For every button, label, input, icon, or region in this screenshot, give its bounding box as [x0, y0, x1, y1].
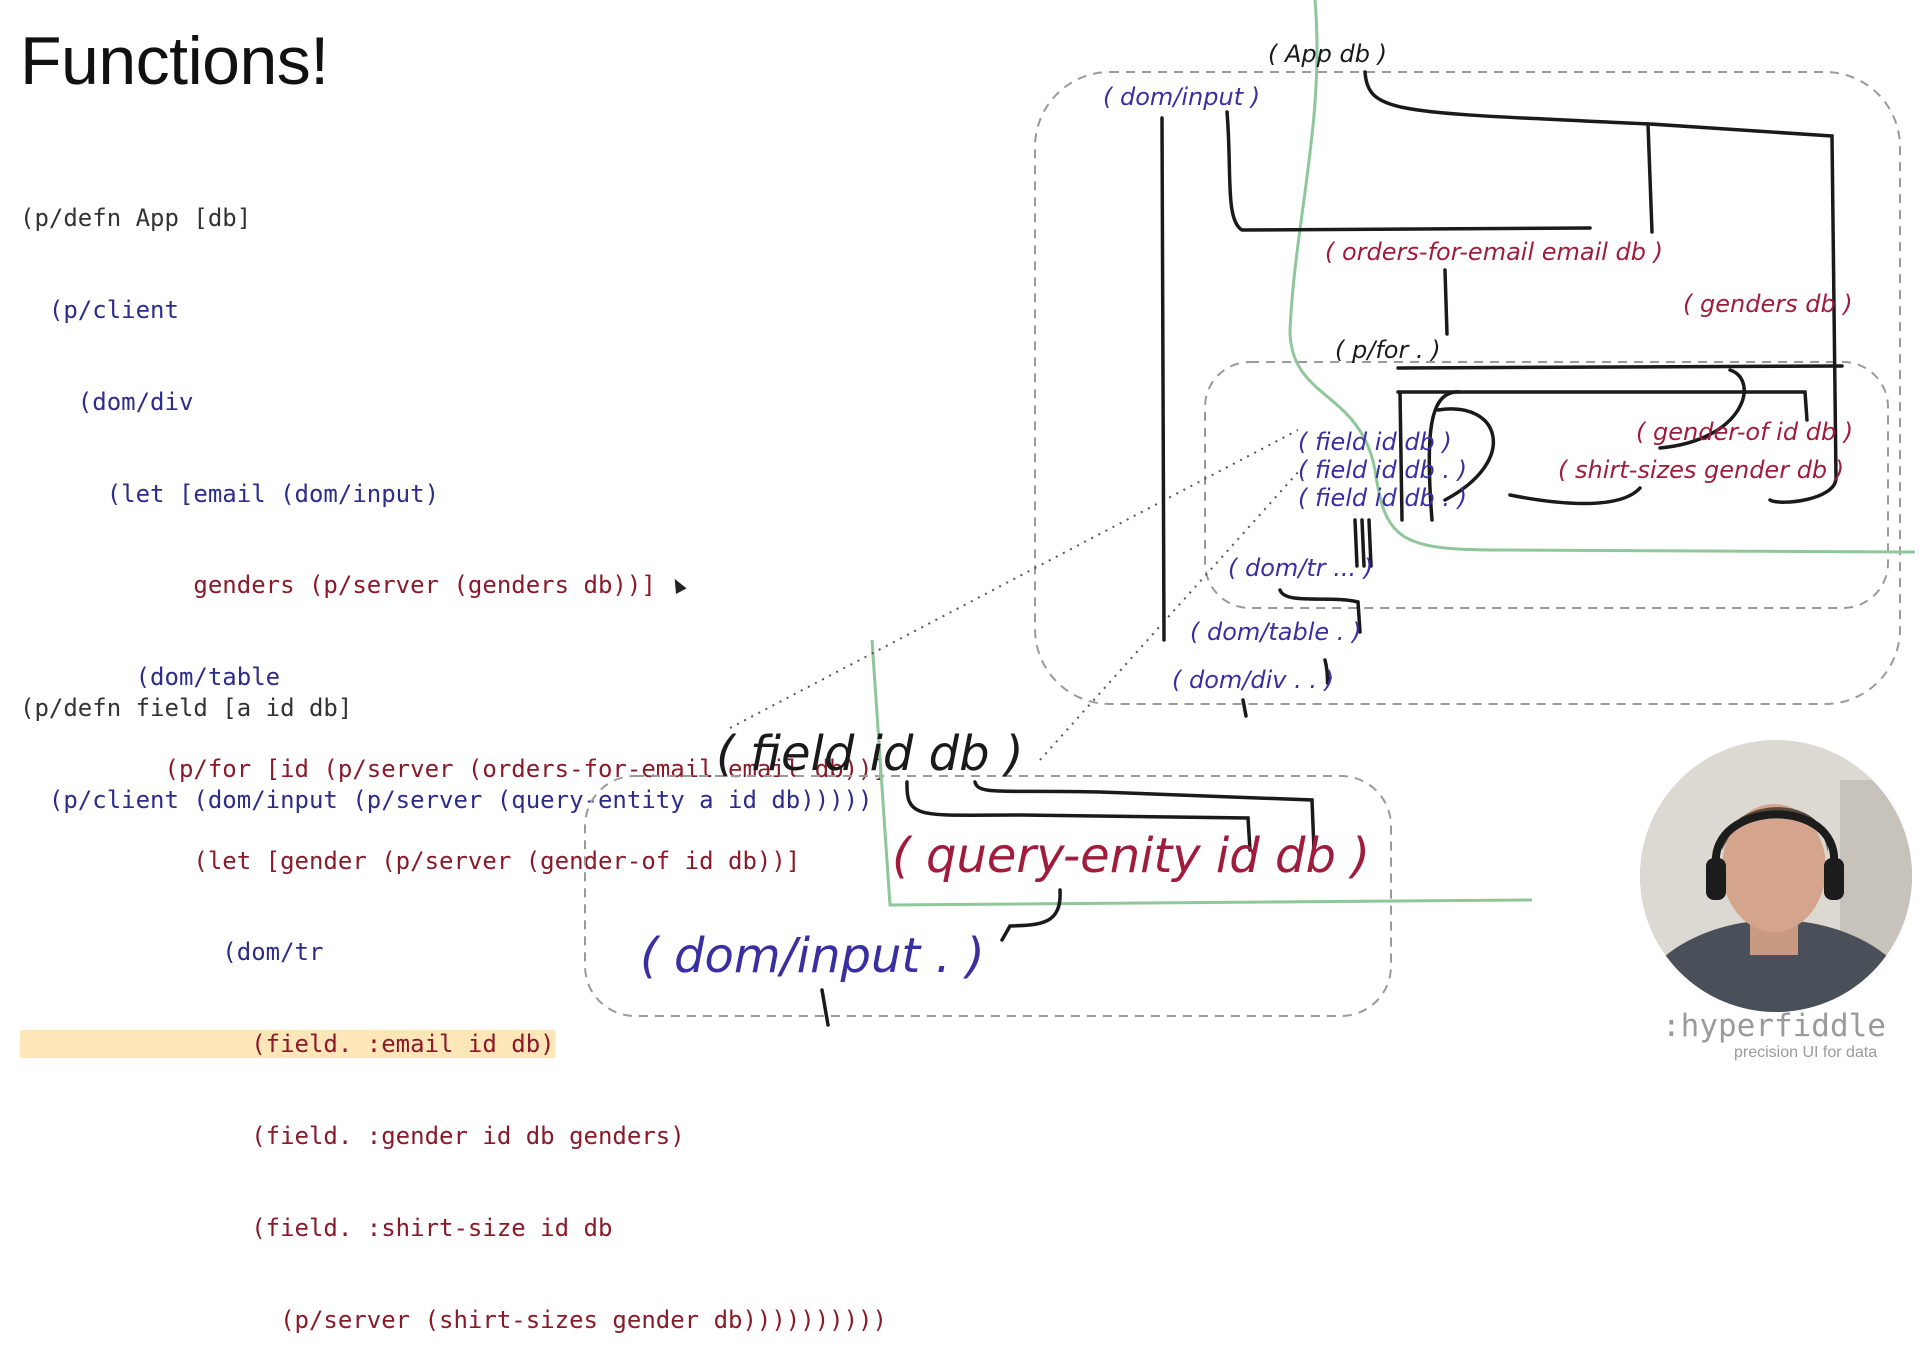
label-genders-db: ( genders db ) [1683, 290, 1853, 318]
label-orders-for-email: ( orders-for-email email db ) [1325, 238, 1663, 266]
label-dom-tr: ( dom/tr ... ) [1228, 554, 1373, 582]
wire [1363, 70, 1838, 504]
code-line-text: (dom/table [20, 663, 281, 692]
code-line-text: (p/for [id (p/server (orders-for-email e… [20, 754, 887, 783]
wire [1398, 390, 1404, 522]
wire [1241, 698, 1248, 718]
dataflow-diagram: ( dom/input ) ( field id db ) ( field id… [584, 0, 1916, 1027]
wire [1278, 588, 1362, 634]
code-line-text: (p/server (shirt-sizes gender db))))))))… [20, 1305, 887, 1334]
code-line-text: (field. :email id db) [20, 1030, 555, 1059]
client-server-boundary-line [1288, 0, 1916, 554]
code-line-text: (field. :gender id db genders) [20, 1122, 685, 1150]
code-line: (let [email (dom/input) [20, 479, 887, 510]
wire [1436, 407, 1496, 502]
label-dom-input-top: ( dom/input ) [1103, 83, 1260, 111]
label-dom-div: ( dom/div . . ) [1172, 666, 1334, 694]
wire [1000, 888, 1062, 942]
code-line: (p/client (dom/input (p/server (query-en… [20, 785, 873, 816]
code-line-text: (dom/div [20, 387, 194, 416]
dotted-connector [729, 429, 1299, 729]
brand-name: :hyperfiddle [1662, 1008, 1886, 1044]
wire [1658, 368, 1746, 450]
code-line: (p/for [id (p/server (orders-for-email e… [20, 754, 887, 785]
client-server-boundary-line-lower [870, 639, 1533, 907]
code-line: (p/client [20, 295, 887, 326]
label-field-big: ( field id db ) [716, 726, 1024, 782]
code-line: (dom/div [20, 387, 887, 418]
code-line-highlighted: (field. :email id db) [20, 1029, 887, 1060]
code-line-text: (p/client [20, 295, 179, 324]
code-line: (p/defn App [db] [20, 203, 887, 234]
wire [1353, 518, 1373, 568]
label-shirt-sizes: ( shirt-sizes gender db ) [1558, 456, 1844, 484]
label-field-2: ( field id db . ) [1298, 456, 1467, 484]
dotted-connector [1039, 469, 1301, 761]
wire [1427, 390, 1462, 522]
p-for-boundary-box [1204, 361, 1889, 609]
presenter-figure [1640, 740, 1912, 1012]
label-field-1: ( field id db ) [1298, 428, 1452, 456]
code-line: genders (p/server (genders db))] [20, 570, 887, 601]
wire [1443, 268, 1449, 336]
wire [1225, 110, 1592, 232]
code-line: (dom/tr [20, 937, 887, 968]
presenter-webcam [1640, 740, 1912, 1012]
slide-title: Functions! [20, 23, 329, 99]
code-line: (p/defn field [a id db] [20, 693, 873, 724]
code-line: (let [gender (p/server (gender-of id db)… [20, 846, 887, 877]
code-line-text: (let [email (dom/input) [20, 479, 440, 508]
label-field-3: ( field id db . ) [1298, 484, 1467, 512]
wire [1396, 364, 1844, 370]
wire [973, 780, 1316, 852]
code-line: (field. :shirt-size id db [20, 1213, 887, 1244]
wire [1160, 116, 1166, 642]
label-query-enity: ( query-enity id db ) [892, 828, 1370, 884]
wire [1323, 658, 1332, 685]
code-block-field: (p/defn field [a id db] (p/client (dom/i… [20, 632, 873, 846]
code-line-text: (let [gender (p/server (gender-of id db)… [20, 846, 801, 875]
label-gender-of: ( gender-of id db ) [1636, 418, 1853, 446]
label-dom-input-big: ( dom/input . ) [640, 928, 985, 984]
wire [1508, 486, 1642, 506]
code-line: (field. :gender id db genders) [20, 1121, 887, 1152]
code-line-text: (p/defn field [a id db] [20, 694, 353, 723]
wire [1646, 122, 1654, 234]
brand-tagline: precision UI for data [1734, 1044, 1878, 1061]
code-line-text: (dom/tr [20, 938, 324, 967]
code-line-text: genders (p/server (genders db))] [20, 571, 656, 600]
wire [820, 988, 830, 1027]
label-app: ( App db ) [1268, 40, 1387, 68]
code-line-text: (p/client (dom/input (p/server (query-en… [20, 785, 873, 814]
field-boundary-box [584, 775, 1392, 1017]
app-boundary-box [1034, 71, 1901, 705]
wire [905, 780, 1252, 852]
code-line-text: (field. :shirt-size id db [20, 1213, 613, 1242]
code-line: (p/server (shirt-sizes gender db))))))))… [20, 1305, 887, 1336]
code-line: (dom/table [20, 662, 887, 693]
wire [1396, 390, 1809, 422]
code-line-text: (p/defn App [db] [20, 204, 252, 233]
label-p-for: ( p/for . ) [1335, 336, 1441, 364]
label-dom-table: ( dom/table . ) [1190, 618, 1361, 646]
